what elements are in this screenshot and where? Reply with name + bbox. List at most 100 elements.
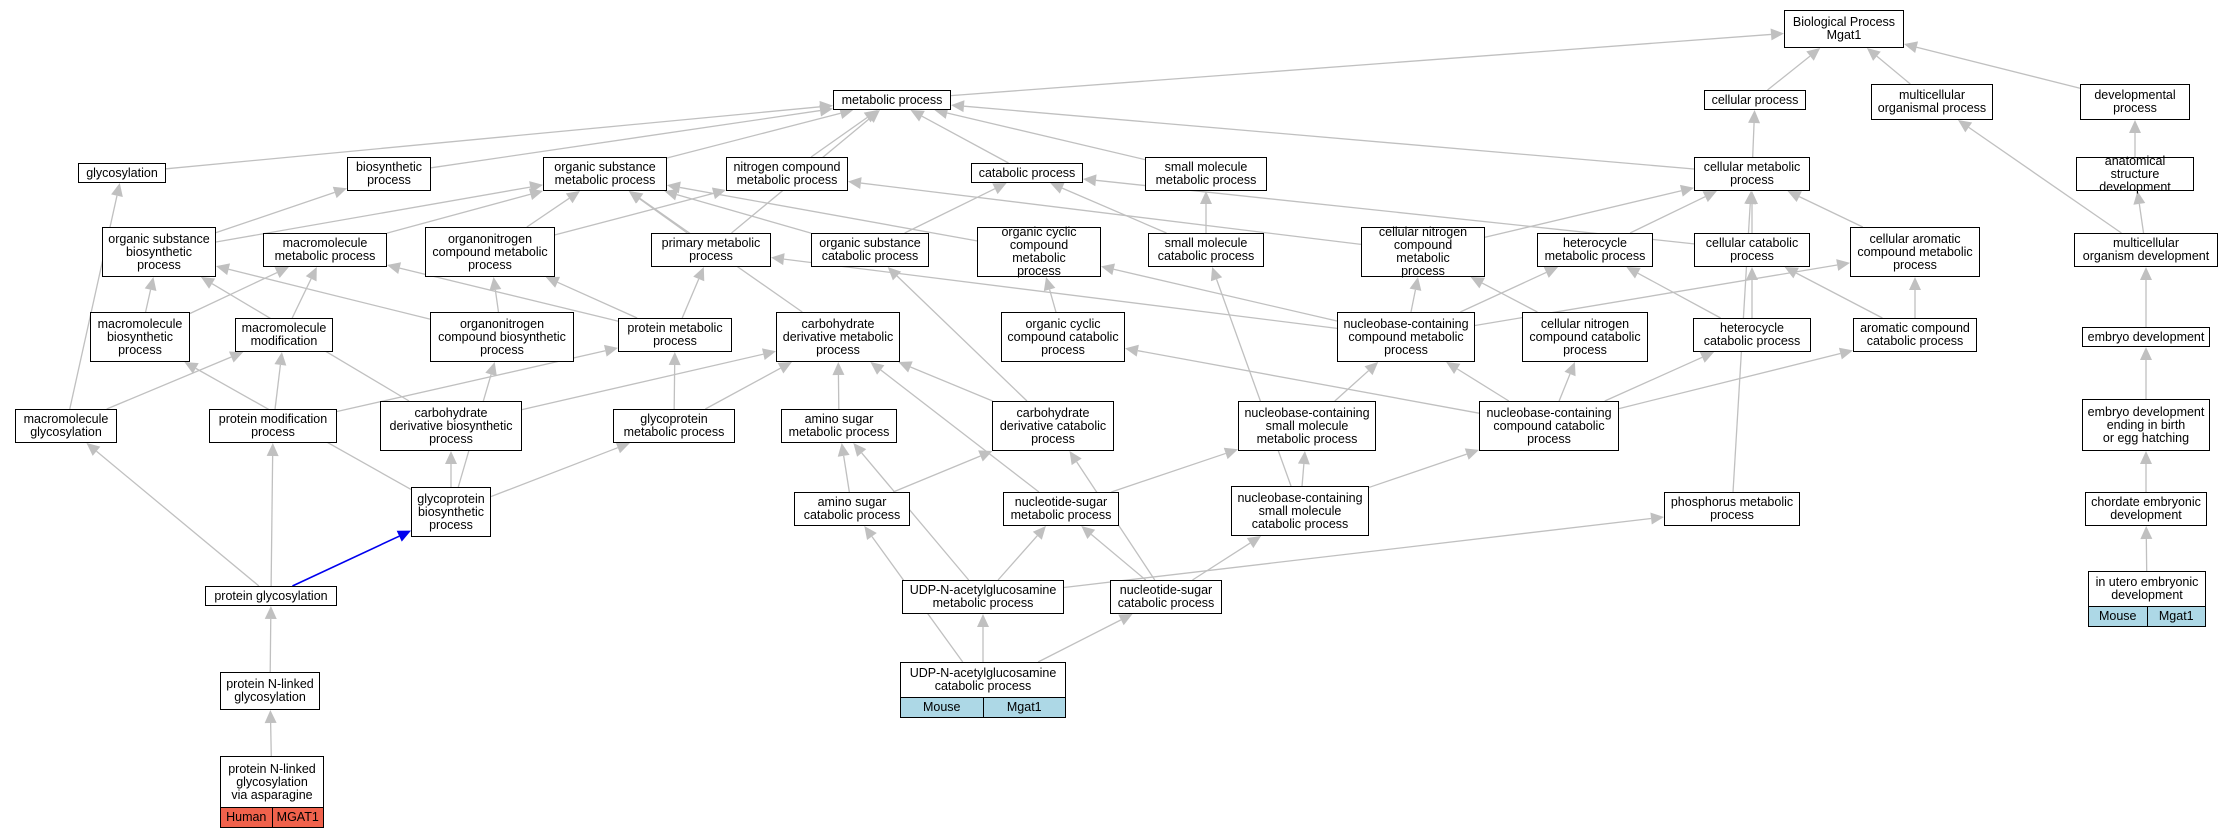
node-label: organonitrogen compound metabolic proces… <box>432 231 548 272</box>
node-macromolecule-biosynthetic[interactable]: macromolecule biosynthetic process <box>90 312 190 362</box>
gene-label: MGAT1 <box>271 808 324 827</box>
node-label: carbohydrate derivative catabolic proces… <box>999 405 1107 446</box>
node-chordate-embryonic-development[interactable]: chordate embryonic development <box>2085 492 2207 526</box>
node-biosynthetic[interactable]: biosynthetic process <box>347 157 431 191</box>
node-udp-glcnac-catabolic[interactable]: UDP-N-acetylglucosamine catabolic proces… <box>900 662 1066 718</box>
arrowhead-phosphorus_metabolic-to-cellular_metabolic <box>1744 191 1757 205</box>
node-label: organic substance catabolic process <box>819 236 921 263</box>
node-multicellular-organism-development[interactable]: multicellular organism development <box>2074 233 2218 267</box>
arrowhead-small_molecule_metabolic-to-metabolic <box>934 107 949 119</box>
edge-amino_sugar_catabolic-to-carbohydrate_derivative_catabolic <box>892 455 981 493</box>
node-cellular-nitrogen-compound-metabolic[interactable]: cellular nitrogen compound metabolic pro… <box>1361 226 1485 278</box>
arrowhead-nucleobase_containing_compound_metabolic-to-heterocycle_metabolic <box>1543 266 1559 278</box>
node-developmental[interactable]: developmental process <box>2080 84 2190 120</box>
arrowhead-protein_metabolic-to-macromolecule_metabolic <box>387 262 402 274</box>
node-label: cellular metabolic process <box>1703 160 1801 187</box>
node-small-molecule-metabolic[interactable]: small molecule metabolic process <box>1145 157 1267 191</box>
node-cellular-aromatic-compound-metabolic[interactable]: cellular aromatic compound metabolic pro… <box>1850 227 1980 277</box>
node-macromolecule-modification[interactable]: macromolecule modification <box>235 318 333 352</box>
node-cellular-metabolic[interactable]: cellular metabolic process <box>1694 157 1810 191</box>
node-carbohydrate-derivative-biosynthetic[interactable]: carbohydrate derivative biosynthetic pro… <box>380 401 522 451</box>
arrowhead-carbohydrate_derivative_catabolic-to-organic_substance_catabolic <box>887 267 902 281</box>
edge-aromatic_compound_catabolic-to-cellular_catabolic <box>1795 272 1883 319</box>
node-nucleotide-sugar-catabolic[interactable]: nucleotide-sugar catabolic process <box>1110 580 1222 614</box>
node-nucleobase-containing-compound-metabolic[interactable]: nucleobase-containing compound metabolic… <box>1337 312 1475 362</box>
node-label: nucleobase-containing compound metabolic… <box>1343 316 1469 357</box>
node-protein-metabolic[interactable]: protein metabolic process <box>618 318 732 352</box>
arrowhead-primary_metabolic-to-metabolic <box>866 110 880 123</box>
arrowhead-carbohydrate_derivative_metabolic-to-organic_substance_metabolic <box>629 191 644 204</box>
edge-organonitrogen_compound_metabolic-to-organic_substance_metabolic <box>526 197 570 228</box>
edge-organonitrogen_compound_metabolic-to-nitrogen_compound_metabolic <box>554 192 714 236</box>
gene-label: Mgat1 <box>2146 607 2206 626</box>
node-glycoprotein-metabolic[interactable]: glycoprotein metabolic process <box>613 409 735 443</box>
node-nitrogen-compound-metabolic[interactable]: nitrogen compound metabolic process <box>726 157 848 191</box>
node-embryo-development[interactable]: embryo development <box>2082 327 2210 347</box>
node-multicellular-organismal[interactable]: multicellular organismal process <box>1871 84 1993 120</box>
node-bp[interactable]: Biological Process Mgat1 <box>1784 10 1904 48</box>
edge-protein_glycosylation-to-glycoprotein_biosynthetic <box>292 535 400 587</box>
node-metabolic[interactable]: metabolic process <box>833 90 951 110</box>
arrowhead-organic_substance_catabolic-to-organic_substance_metabolic <box>664 188 679 201</box>
node-organic-substance-biosynthetic[interactable]: organic substance biosynthetic process <box>102 227 216 277</box>
node-organonitrogen-compound-metabolic[interactable]: organonitrogen compound metabolic proces… <box>425 227 555 277</box>
node-nucleobase-containing-small-molecule-catabolic[interactable]: nucleobase-containing small molecule cat… <box>1231 486 1369 536</box>
node-glycosylation[interactable]: glycosylation <box>78 163 166 183</box>
edge-udp_glcnac_catabolic-to-nucleotide_sugar_catabolic <box>1037 619 1122 663</box>
arrowhead-macromolecule_metabolic-to-organic_substance_metabolic <box>528 188 543 201</box>
node-organic-cyclic-compound-metabolic[interactable]: organic cyclic compound metabolic proces… <box>977 226 1101 278</box>
node-organic-substance-catabolic[interactable]: organic substance catabolic process <box>811 233 929 267</box>
node-carbohydrate-derivative-catabolic[interactable]: carbohydrate derivative catabolic proces… <box>992 401 1114 451</box>
node-amino-sugar-catabolic[interactable]: amino sugar catabolic process <box>794 492 910 526</box>
node-heterocycle-metabolic[interactable]: heterocycle metabolic process <box>1537 233 1653 267</box>
arrowhead-carbohydrate_derivative_biosynthetic-to-organic_substance_biosynthetic <box>200 277 216 289</box>
node-nucleobase-containing-small-molecule-metabolic[interactable]: nucleobase-containing small molecule met… <box>1238 401 1376 451</box>
arrowhead-macromolecule_modification-to-macromolecule_metabolic <box>305 267 317 282</box>
node-aromatic-compound-catabolic[interactable]: aromatic compound catabolic process <box>1853 318 1977 352</box>
node-label: phosphorus metabolic process <box>1670 495 1794 522</box>
node-protein-n-linked-glycosylation-asparagine[interactable]: protein N-linked glycosylation via aspar… <box>220 756 324 828</box>
node-cellular-nitrogen-compound-catabolic[interactable]: cellular nitrogen compound catabolic pro… <box>1522 312 1648 362</box>
node-organic-substance-metabolic[interactable]: organic substance metabolic process <box>543 157 667 191</box>
arrowhead-multicellular_organism_development-to-multicellular_organismal <box>1958 120 1973 133</box>
edge-nucleobase_containing_compound_catabolic-to-heterocycle_catabolic <box>1604 356 1703 402</box>
node-nucleotide-sugar-metabolic[interactable]: nucleotide-sugar metabolic process <box>1003 492 1119 526</box>
node-macromolecule-metabolic[interactable]: macromolecule metabolic process <box>263 233 387 267</box>
node-phosphorus-metabolic[interactable]: phosphorus metabolic process <box>1664 492 1800 526</box>
node-heterocycle-catabolic[interactable]: heterocycle catabolic process <box>1693 318 1811 352</box>
arrowhead-udp_glcnac_metabolic-to-amino_sugar_metabolic <box>853 443 867 457</box>
node-organonitrogen-compound-biosynthetic[interactable]: organonitrogen compound biosynthetic pro… <box>430 312 574 362</box>
node-glycoprotein-biosynthetic[interactable]: glycoprotein biosynthetic process <box>411 487 491 537</box>
edge-organic_cyclic_compound_metabolic-to-organic_substance_metabolic <box>679 186 978 242</box>
node-macromolecule-glycosylation[interactable]: macromolecule glycosylation <box>15 409 117 443</box>
node-udp-glcnac-metabolic[interactable]: UDP-N-acetylglucosamine metabolic proces… <box>902 580 1064 614</box>
node-protein-n-linked-glycosylation[interactable]: protein N-linked glycosylation <box>220 672 320 710</box>
edge-protein_glycosylation-to-macromolecule_glycosylation <box>96 450 260 587</box>
arrowhead-aromatic_compound_catabolic-to-cellular_aromatic_compound_metabolic <box>1909 277 1921 290</box>
node-cellular-process[interactable]: cellular process <box>1704 90 1806 110</box>
arrowhead-small_molecule_catabolic-to-catabolic <box>1050 182 1065 194</box>
node-label: UDP-N-acetylglucosamine metabolic proces… <box>909 583 1057 610</box>
node-protein-modification[interactable]: protein modification process <box>209 409 337 443</box>
arrowhead-protein_metabolic-to-organonitrogen_compound_metabolic <box>545 276 561 288</box>
node-primary-metabolic[interactable]: primary metabolic process <box>651 233 771 267</box>
node-cellular-catabolic[interactable]: cellular catabolic process <box>1694 233 1810 267</box>
node-amino-sugar-metabolic[interactable]: amino sugar metabolic process <box>781 409 897 443</box>
edge-multicellular_organism_development-to-anatomical_structure_development <box>2138 203 2145 234</box>
edge-organonitrogen_compound_biosynthetic-to-organonitrogen_compound_metabolic <box>494 289 500 313</box>
edge-cellular_nitrogen_compound_catabolic-to-cellular_nitrogen_compound_metabolic <box>1481 282 1538 313</box>
node-catabolic[interactable]: catabolic process <box>971 163 1083 183</box>
node-label: organic substance metabolic process <box>554 160 656 187</box>
node-anatomical-structure-development[interactable]: anatomical structure development <box>2076 154 2194 193</box>
node-nucleobase-containing-compound-catabolic[interactable]: nucleobase-containing compound catabolic… <box>1479 401 1619 451</box>
edge-protein_n_linked_glycosylation-to-protein_glycosylation <box>269 618 272 673</box>
node-carbohydrate-derivative-metabolic[interactable]: carbohydrate derivative metabolic proces… <box>776 312 900 362</box>
arrowhead-protein_modification-to-macromolecule_modification <box>274 352 287 366</box>
node-label: macromolecule glycosylation <box>23 412 109 439</box>
node-organic-cyclic-compound-catabolic[interactable]: organic cyclic compound catabolic proces… <box>1001 312 1125 362</box>
arrowhead-protein_metabolic-to-primary_metabolic <box>693 267 705 282</box>
node-embryo-development-birth[interactable]: embryo development ending in birth or eg… <box>2082 399 2210 451</box>
node-protein-glycosylation[interactable]: protein glycosylation <box>205 586 337 606</box>
node-small-molecule-catabolic[interactable]: small molecule catabolic process <box>1148 233 1264 267</box>
